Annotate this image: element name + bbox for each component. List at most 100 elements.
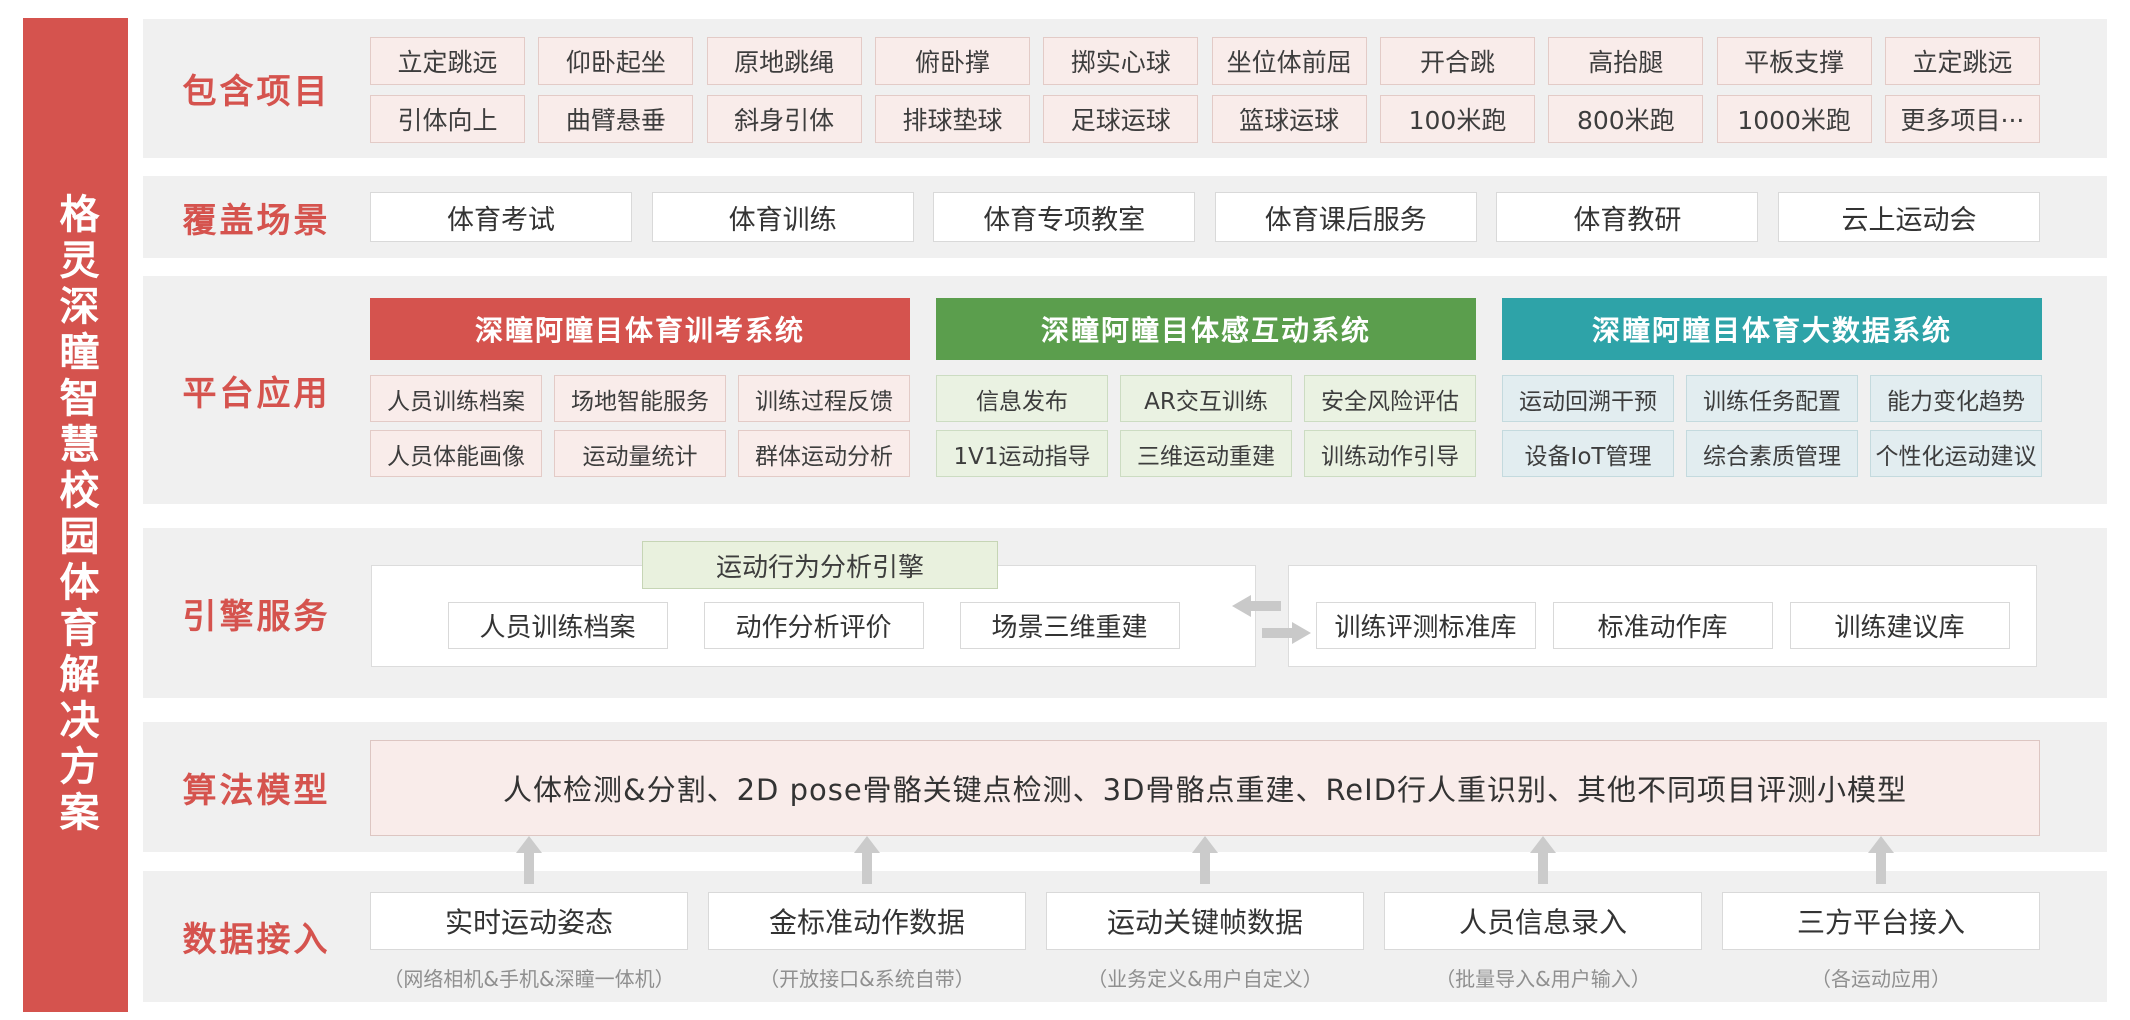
data-source-box: 三方平台接入 — [1722, 892, 2040, 950]
scene-box: 体育专项教室 — [933, 192, 1196, 242]
system-feature-chip: 能力变化趋势 — [1870, 375, 2042, 422]
system-feature-chip: 训练任务配置 — [1686, 375, 1858, 422]
band-scenes: 覆盖场景 体育考试体育训练体育专项教室体育课后服务体育教研云上运动会 — [143, 176, 2107, 258]
band-engine-label: 引擎服务 — [182, 596, 331, 637]
arrow-left-icon — [1232, 595, 1281, 617]
system-feature-chip: 训练动作引导 — [1304, 430, 1476, 477]
band-projects: 包含项目 立定跳远仰卧起坐原地跳绳俯卧撑掷实心球坐位体前屈开合跳高抬腿平板支撑立… — [143, 19, 2107, 158]
project-chip: 800米跑 — [1548, 95, 1704, 143]
scene-box: 体育教研 — [1496, 192, 1759, 242]
system-feature-chip: 1V1运动指导 — [936, 430, 1108, 477]
up-arrow-icon — [1868, 836, 1894, 884]
system-card-somatosensory: 深瞳阿瞳目体感互动系统 信息发布 AR交互训练安全风险评估 1V1运动指导三维运动重… — [936, 298, 1476, 477]
system-feature-chip: 设备IoT管理 — [1502, 430, 1674, 477]
band-scenes-label: 覆盖场景 — [182, 200, 331, 241]
data-source-row: 实时运动姿态金标准动作数据运动关键帧数据人员信息录入三方平台接入 — [370, 892, 2040, 950]
system-feature-chip: 综合素质管理 — [1686, 430, 1858, 477]
project-chip: 100米跑 — [1379, 95, 1535, 143]
project-chip: 更多项目··· — [1884, 95, 2040, 143]
project-chip: 俯卧撑 — [874, 37, 1030, 85]
system-feature-chip: 信息发布 — [936, 375, 1108, 422]
project-chip: 排球垫球 — [874, 95, 1030, 143]
engine-library-chip: 标准动作库 — [1552, 602, 1773, 649]
project-chip: 开合跳 — [1379, 37, 1535, 85]
project-chip: 曲臂悬垂 — [538, 95, 694, 143]
band-projects-label: 包含项目 — [182, 72, 331, 112]
up-arrow-icon — [1530, 836, 1556, 884]
band-platform: 平台应用 深瞳阿瞳目体育训考系统 人员训练档案场地智能服务训练过程反馈人员体能画… — [143, 276, 2107, 504]
system-feature-chip: AR交互训练 — [1120, 375, 1292, 422]
up-arrow-icon — [1192, 836, 1218, 884]
project-chip: 原地跳绳 — [706, 37, 862, 85]
engine-module-chip: 人员训练档案 — [447, 602, 668, 649]
scene-box: 体育考试 — [370, 192, 632, 242]
up-arrow-icon — [854, 836, 880, 884]
algorithm-models-box: 人体检测&分割、2D pose骨骼关键点检测、3D骨骼点重建、ReID行人重识别… — [370, 740, 2040, 836]
project-chip: 引体向上 — [370, 95, 525, 143]
project-chip: 坐位体前屈 — [1211, 37, 1367, 85]
system-title: 深瞳阿瞳目体感互动系统 — [936, 298, 1476, 360]
data-caption-row: （网络相机&手机&深瞳一体机） （开放接口&系统自带） （业务定义&用户自定义） （批… — [370, 963, 2040, 992]
arrow-right-icon — [1262, 622, 1311, 644]
scene-box: 云上运动会 — [1777, 192, 2040, 242]
engine-module-chip: 场景三维重建 — [959, 602, 1180, 649]
system-feature-chip: 训练过程反馈 — [738, 375, 910, 422]
arrow-left-head — [1232, 595, 1251, 617]
project-chip: 立定跳远 — [370, 37, 525, 85]
project-chip: 足球运球 — [1043, 95, 1199, 143]
arrow-right-head — [1292, 622, 1311, 644]
project-chip: 仰卧起坐 — [538, 37, 694, 85]
arrow-left-shaft — [1251, 601, 1281, 611]
data-source-box: 人员信息录入 — [1384, 892, 1702, 950]
platform-systems: 深瞳阿瞳目体育训考系统 人员训练档案场地智能服务训练过程反馈人员体能画像运动量统… — [370, 298, 2042, 477]
arrow-right-shaft — [1262, 628, 1292, 638]
band-engine: 引擎服务 运动行为分析引擎 人员训练档案动作分析评价场景三维重建 训练评测标准库… — [143, 528, 2107, 698]
engine-library-chip: 训练评测标准库 — [1315, 602, 1536, 649]
data-source-box: 实时运动姿态 — [370, 892, 688, 950]
up-arrow-icon — [516, 836, 542, 884]
data-source-box: 运动关键帧数据 — [1046, 892, 1364, 950]
sidebar: 格灵深瞳智慧校园体育解决方案 — [23, 18, 128, 1012]
system-title: 深瞳阿瞳目体育训考系统 — [370, 298, 910, 360]
data-source-caption: （开放接口&系统自带） — [759, 967, 975, 991]
system-feature-chip: 场地智能服务 — [554, 375, 726, 422]
system-title: 深瞳阿瞳目体育大数据系统 — [1502, 298, 2042, 360]
project-chip: 斜身引体 — [706, 95, 862, 143]
band-platform-label: 平台应用 — [182, 373, 331, 414]
project-chip: 平板支撑 — [1716, 37, 1872, 85]
solution-title: 格灵深瞳智慧校园体育解决方案 — [52, 193, 99, 837]
engine-library-box: 训练评测标准库标准动作库训练建议库 — [1288, 565, 2037, 667]
system-feature-chip: 运动量统计 — [554, 430, 726, 477]
system-feature-chip: 人员训练档案 — [370, 375, 542, 422]
engine-module-chip: 动作分析评价 — [703, 602, 924, 649]
system-feature-grid: 运动回溯干预训练任务配置能力变化趋势设备IoT管理综合素质管理个性化运动建议 — [1502, 375, 2042, 477]
engine-library-chip: 训练建议库 — [1789, 602, 2010, 649]
project-chip: 掷实心球 — [1043, 37, 1199, 85]
system-feature-chip: 运动回溯干预 — [1502, 375, 1674, 422]
system-feature-chip: 三维运动重建 — [1120, 430, 1292, 477]
scene-row: 体育考试体育训练体育专项教室体育课后服务体育教研云上运动会 — [370, 192, 2040, 242]
data-source-caption: （批量导入&用户输入） — [1435, 967, 1651, 991]
system-feature-chip: 个性化运动建议 — [1870, 430, 2042, 477]
project-chip: 篮球运球 — [1211, 95, 1367, 143]
band-data: 数据接入 实时运动姿态金标准动作数据运动关键帧数据人员信息录入三方平台接入 （网… — [143, 871, 2107, 1002]
project-chip: 高抬腿 — [1548, 37, 1704, 85]
band-data-label: 数据接入 — [182, 920, 331, 960]
data-source-box: 金标准动作数据 — [708, 892, 1026, 950]
scene-box: 体育训练 — [651, 192, 914, 242]
data-source-caption: （网络相机&手机&深瞳一体机） — [383, 967, 675, 991]
system-feature-grid: 人员训练档案场地智能服务训练过程反馈人员体能画像运动量统计群体运动分析 — [370, 375, 910, 477]
data-source-caption: （业务定义&用户自定义） — [1087, 967, 1323, 991]
engine-badge: 运动行为分析引擎 — [642, 541, 998, 589]
project-chip: 1000米跑 — [1716, 95, 1872, 143]
band-algorithm: 算法模型 人体检测&分割、2D pose骨骼关键点检测、3D骨骼点重建、ReID… — [143, 722, 2107, 852]
system-card-bigdata: 深瞳阿瞳目体育大数据系统 运动回溯干预训练任务配置能力变化趋势设备IoT管理综合… — [1502, 298, 2042, 477]
scene-box: 体育课后服务 — [1214, 192, 1477, 242]
system-card-training-exam: 深瞳阿瞳目体育训考系统 人员训练档案场地智能服务训练过程反馈人员体能画像运动量统… — [370, 298, 910, 477]
system-feature-chip: 安全风险评估 — [1304, 375, 1476, 422]
system-feature-chip: 人员体能画像 — [370, 430, 542, 477]
system-feature-chip: 群体运动分析 — [738, 430, 910, 477]
band-algorithm-label: 算法模型 — [182, 770, 331, 811]
